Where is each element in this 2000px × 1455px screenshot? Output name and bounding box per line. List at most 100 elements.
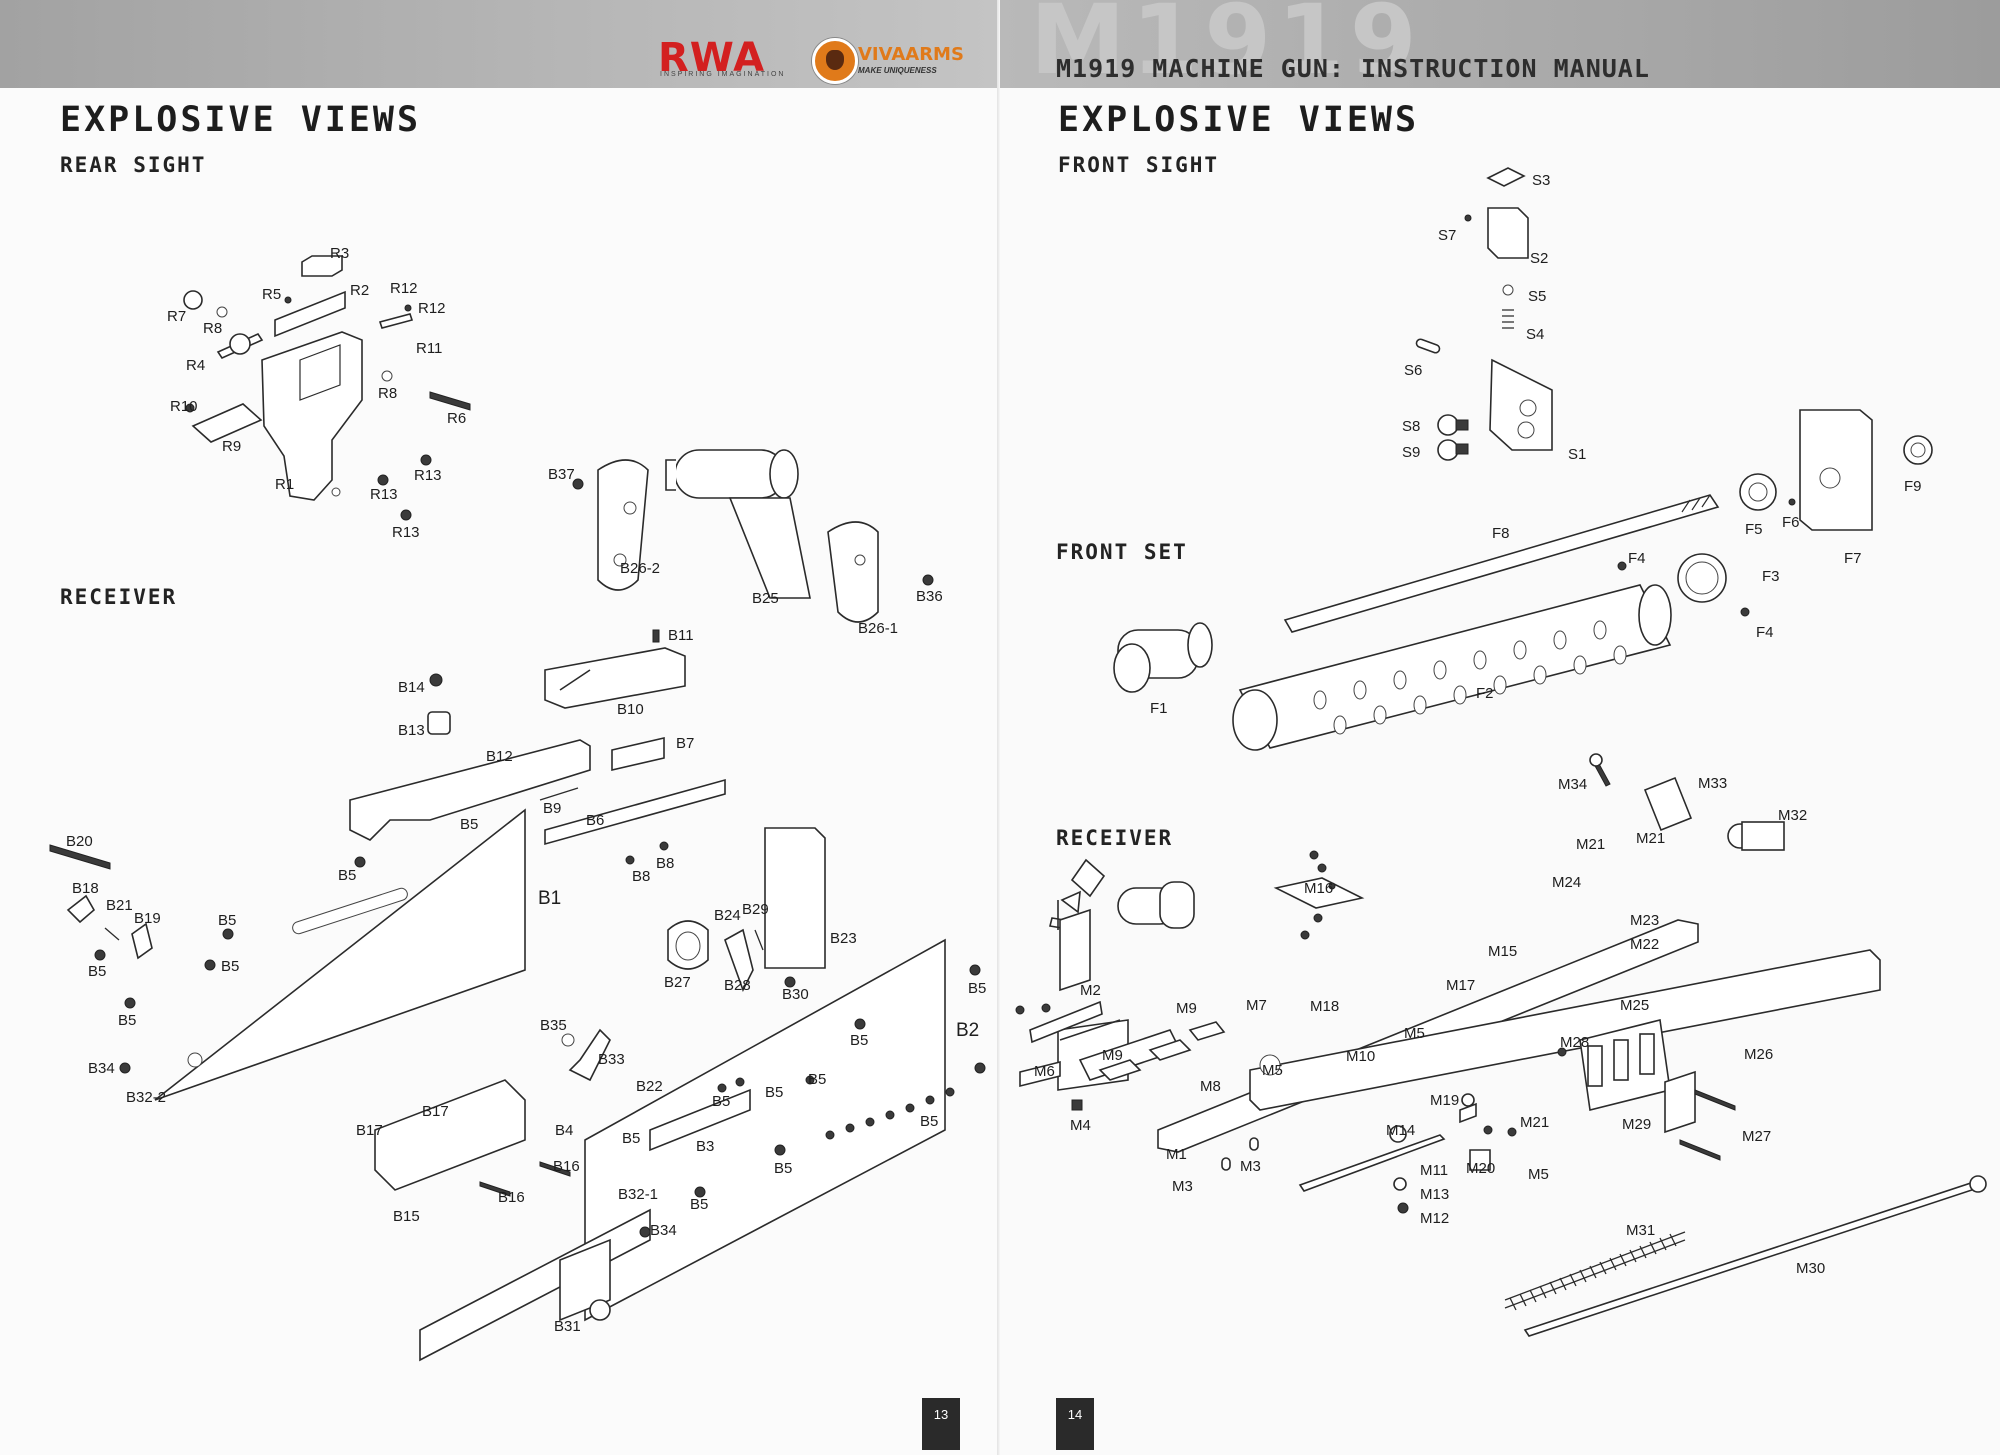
part-label-m8: M8 (1200, 1078, 1221, 1095)
section-title-receiver-right: RECEIVER (1056, 826, 1174, 850)
part-label-m27: M27 (1742, 1128, 1772, 1145)
part-label-f7: F7 (1844, 550, 1862, 567)
part-label-m26: M26 (1744, 1046, 1774, 1063)
part-label-r3: R3 (330, 245, 350, 262)
part-label-r13-b: R13 (370, 486, 398, 503)
part-label-m29: M29 (1622, 1116, 1652, 1133)
part-label-m9-a: M9 (1176, 1000, 1197, 1017)
part-label-m4: M4 (1070, 1117, 1091, 1134)
part-label-b5-14: B5 (774, 1160, 793, 1177)
part-label-b25: B25 (752, 590, 779, 607)
part-label-b22: B22 (636, 1078, 663, 1095)
receiver-left-assembly (49, 629, 986, 1362)
rwa-logo-tagline: INSPIRING IMAGINATION (660, 71, 786, 78)
part-label-b23: B23 (830, 930, 857, 947)
part-label-r2: R2 (350, 282, 370, 299)
manual-title: M1919 MACHINE GUN: INSTRUCTION MANUAL (1056, 54, 1650, 83)
part-label-b30: B30 (782, 986, 809, 1003)
part-label-r8-a: R8 (203, 320, 223, 337)
part-label-b26-1: B26-1 (858, 620, 899, 637)
screw-row (717, 1075, 955, 1140)
part-label-b8-a: B8 (632, 868, 651, 885)
part-label-b5-3: B5 (218, 912, 237, 929)
part-label-m5-a: M5 (1404, 1025, 1425, 1042)
part-label-m5-c: M5 (1528, 1166, 1549, 1183)
part-label-b17-a: B17 (422, 1103, 449, 1120)
left-page: RWA INSPIRING IMAGINATION VIVAARMS MAKE … (0, 0, 1000, 1450)
part-label-b1: B1 (538, 888, 562, 909)
section-title-receiver-left: RECEIVER (60, 585, 178, 609)
part-label-f1: F1 (1150, 700, 1168, 717)
part-label-b5-10: B5 (765, 1084, 784, 1101)
part-label-b5-5: B5 (88, 963, 107, 980)
part-label-r12-a: R12 (390, 280, 418, 297)
part-label-m2: M2 (1080, 982, 1101, 999)
part-label-b21: B21 (106, 897, 133, 914)
part-label-b32-2: B32-2 (126, 1089, 167, 1106)
part-label-b14: B14 (398, 679, 425, 696)
part-label-m3-b: M3 (1172, 1178, 1193, 1195)
part-label-m30: M30 (1796, 1260, 1826, 1277)
left-exploded-diagram (49, 255, 986, 1362)
part-label-r4: R4 (186, 357, 206, 374)
part-label-m9-b: M9 (1102, 1047, 1123, 1064)
part-label-m12: M12 (1420, 1210, 1450, 1227)
part-label-b20: B20 (66, 833, 93, 850)
part-label-m17: M17 (1446, 977, 1476, 994)
part-label-b13: B13 (398, 722, 425, 739)
section-title-rear-sight: REAR SIGHT (60, 153, 207, 177)
part-label-b2: B2 (956, 1020, 980, 1041)
part-label-b31: B31 (554, 1318, 581, 1335)
part-label-m21-b: M21 (1636, 830, 1666, 847)
rwa-logo: RWA (658, 35, 766, 81)
part-label-m14: M14 (1386, 1122, 1416, 1139)
part-label-b3: B3 (696, 1138, 715, 1155)
part-label-m11: M11 (1420, 1162, 1449, 1179)
part-label-f3: F3 (1762, 568, 1780, 585)
part-label-m7: M7 (1246, 997, 1267, 1014)
part-label-b4: B4 (555, 1122, 574, 1139)
part-label-b7: B7 (676, 735, 695, 752)
header-band-right (1000, 0, 2000, 88)
part-label-b5-11: B5 (712, 1093, 731, 1110)
part-label-b5-4: B5 (221, 958, 240, 975)
barrel-shroud-holes (1313, 620, 1627, 735)
part-label-b34-a: B34 (88, 1060, 115, 1077)
part-label-m21-a: M21 (1576, 836, 1606, 853)
part-label-m33: M33 (1698, 775, 1728, 792)
part-label-s6: S6 (1404, 362, 1423, 379)
part-label-b9: B9 (543, 800, 562, 817)
model-watermark: M1919 (1030, 0, 1423, 96)
part-label-m1: M1 (1166, 1146, 1187, 1163)
part-label-b5-7: B5 (968, 980, 987, 997)
viva-arms-logo: VIVAARMS (858, 44, 964, 65)
part-label-s8: S8 (1402, 418, 1421, 435)
page-title-right: EXPLOSIVE VIEWS (1058, 100, 1420, 140)
part-label-s3: S3 (1532, 172, 1551, 189)
part-label-b5-12: B5 (622, 1130, 641, 1147)
part-label-m20: M20 (1466, 1160, 1496, 1177)
part-label-r1: R1 (275, 476, 295, 493)
part-label-s2: S2 (1530, 250, 1549, 267)
rear-sight-assembly (183, 255, 471, 521)
part-label-m3-a: M3 (1240, 1158, 1261, 1175)
part-label-b8-b: B8 (656, 855, 675, 872)
part-label-b6: B6 (586, 812, 605, 829)
part-label-r8-b: R8 (378, 385, 398, 402)
part-label-m34: M34 (1558, 776, 1588, 793)
part-label-b5-1: B5 (460, 816, 479, 833)
part-label-r13-a: R13 (414, 467, 442, 484)
part-label-m22: M22 (1630, 936, 1660, 953)
section-title-front-set: FRONT SET (1056, 540, 1188, 564)
part-label-m23: M23 (1630, 912, 1660, 929)
part-label-b27: B27 (664, 974, 691, 991)
part-label-m32: M32 (1778, 807, 1808, 824)
receiver-right-assembly (1015, 753, 1987, 1337)
part-label-b29: B29 (742, 901, 769, 918)
page-number-left: 13 (922, 1398, 960, 1450)
part-label-b15: B15 (393, 1208, 420, 1225)
part-label-r5: R5 (262, 286, 282, 303)
part-label-r12-b: R12 (418, 300, 446, 317)
part-label-b35: B35 (540, 1017, 567, 1034)
part-label-f9: F9 (1904, 478, 1922, 495)
